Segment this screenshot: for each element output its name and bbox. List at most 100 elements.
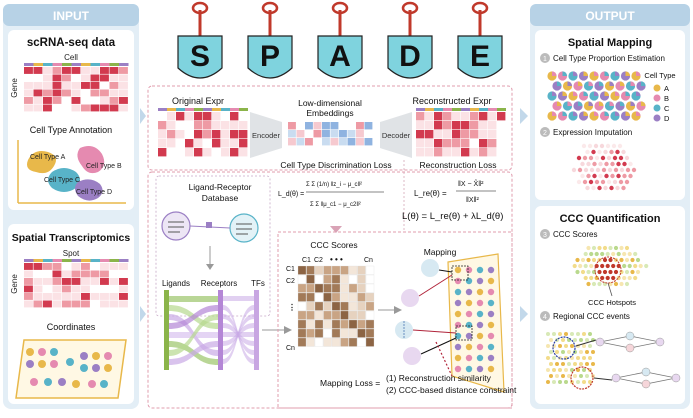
heatmap-cell [24, 74, 33, 82]
ccc-matrix-cell [348, 319, 358, 329]
heatmap-cell [119, 97, 128, 104]
heatmap-cell [322, 130, 330, 138]
network-edge [615, 377, 647, 385]
heatmap-cell [158, 112, 167, 121]
coordinates-label: Coordinates [47, 322, 96, 332]
ccc-score-spot [633, 263, 638, 269]
heatmap-cell [158, 139, 167, 148]
heatmap-cell [239, 148, 248, 157]
ccc-score-spot [583, 251, 588, 257]
ccc-matrix-cell [357, 265, 366, 275]
regional-spot [567, 374, 571, 378]
cell-type-c-label: Cell Type C [44, 177, 80, 184]
heatmap-header-cell [71, 259, 81, 262]
sankey-ribbon-lr [169, 341, 218, 365]
low-dim-line2: Embeddings [306, 108, 353, 118]
cell-type-b-blob [77, 146, 105, 174]
ccc-score-spot [602, 245, 608, 251]
imputation-spot [617, 143, 623, 149]
heatmap-cell [43, 300, 52, 308]
mapping-spot [476, 365, 484, 373]
ccc-matrix-cell [357, 283, 366, 293]
heatmap-cell [470, 130, 479, 139]
ccc-score-spot [611, 275, 616, 281]
heatmap-cell [43, 270, 52, 278]
heatmap-cell [43, 82, 52, 89]
proportion-pie-slice [594, 71, 599, 76]
proportion-pie-slice [588, 81, 594, 86]
step-3-number: 3 [543, 232, 547, 239]
heatmap-cell [239, 121, 248, 130]
shovel-letter: A [329, 40, 351, 73]
heatmap-cell [90, 300, 100, 308]
imputation-spot [571, 167, 577, 173]
heatmap-cell [33, 82, 43, 89]
heatmap-cell [167, 148, 176, 157]
shovel-blade [317, 35, 363, 79]
regional-spot [582, 368, 586, 372]
mapping-loss-2: (2) CCC-based distance constraint [386, 385, 517, 395]
heatmap-cell [109, 104, 119, 112]
step-1-label: Cell Type Proportion Estimation [553, 54, 665, 63]
spatial-mapping-title: Spatial Mapping [568, 37, 652, 49]
heatmap-cell [33, 270, 43, 278]
sankey-ribbon-lr [169, 314, 218, 356]
regional-spot [588, 344, 592, 348]
input-arrow-top [140, 108, 146, 124]
shovel-E: E [457, 1, 503, 79]
mapping-spot [476, 288, 484, 296]
ccc-score-spot [608, 245, 613, 251]
heatmap-cell [52, 270, 62, 278]
heatmap-cell [52, 74, 62, 82]
regional-spot [561, 350, 565, 354]
spot-label: Spot [63, 249, 80, 258]
heatmap-cell [24, 82, 33, 89]
expression-imputation-dots [571, 143, 637, 191]
imputation-spot [594, 155, 600, 161]
ccc-matrix-cell [314, 265, 324, 275]
heatmap-cell [497, 148, 506, 157]
heatmap-cell [194, 121, 203, 130]
ccc-matrix-cell [365, 274, 375, 284]
coordinate-spot [50, 348, 58, 356]
ccc-score-spot [589, 275, 594, 281]
heatmap-cell [356, 138, 364, 146]
ccc-score-spot [635, 257, 641, 263]
ccc-matrix-cell [323, 328, 332, 338]
heatmap-header-cell [185, 108, 194, 111]
imputation-spot [609, 149, 614, 155]
heatmap-cell [497, 139, 506, 148]
heatmap-cell [33, 278, 43, 285]
ccc-score-spot [616, 251, 621, 257]
network-node [655, 337, 665, 347]
heatmap-cell [425, 148, 434, 157]
heatmap-cell [71, 293, 81, 300]
shovel-P: P [247, 1, 293, 79]
regional-spot [549, 362, 553, 366]
mapping-spot [454, 365, 462, 373]
heatmap-cell [425, 130, 434, 139]
input-header-bar [3, 4, 139, 26]
imputation-spot [603, 149, 608, 155]
heatmap-cell [52, 82, 62, 89]
sankey-ribbon-lr [169, 305, 218, 329]
heatmap-cell [71, 74, 81, 82]
imputation-spot [606, 155, 612, 161]
step-1-number: 1 [543, 56, 547, 63]
heatmap-cell [203, 121, 212, 130]
regional-spot [558, 368, 562, 372]
heatmap-cell [167, 121, 176, 130]
heatmap-cell [416, 130, 425, 139]
encoder-label: Encoder [252, 131, 280, 140]
proportion-pie-slice [625, 111, 631, 116]
imputation-spot [598, 161, 603, 167]
heatmap-cell [497, 112, 506, 121]
ccc-score-spot [591, 245, 597, 251]
ccc-score-spot [583, 275, 588, 281]
network-node [671, 373, 681, 383]
reconstructed-expr-heatmap [416, 108, 506, 157]
heatmap-cell [452, 139, 461, 148]
heatmap-cell [119, 270, 128, 278]
heatmap-cell [461, 148, 470, 157]
imputation-spot [631, 167, 637, 173]
